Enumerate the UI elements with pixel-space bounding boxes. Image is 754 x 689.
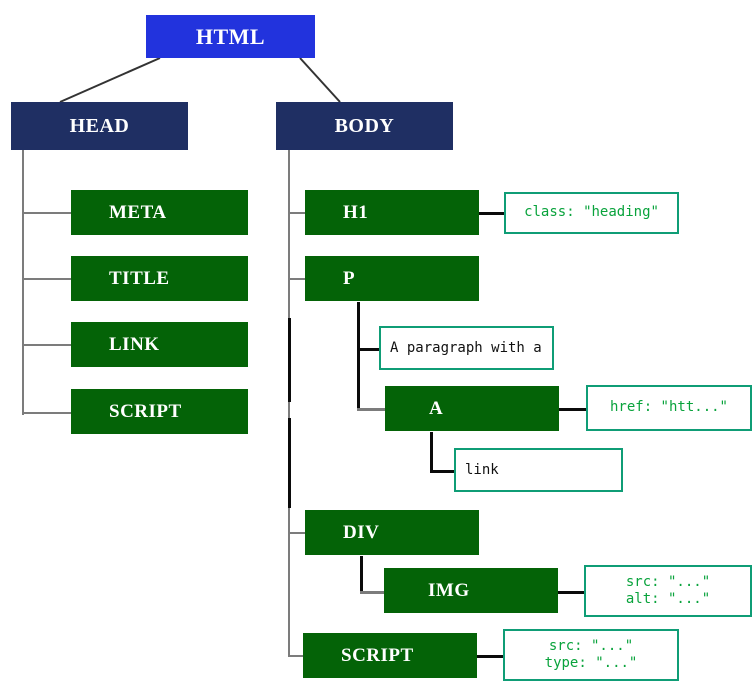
node-html[interactable]: HTML xyxy=(146,15,315,58)
connector-body-to-p xyxy=(288,278,305,280)
node-html-label: HTML xyxy=(195,23,266,49)
node-p[interactable]: P xyxy=(305,256,479,301)
node-p-label: P xyxy=(343,267,356,289)
connector-head-to-meta xyxy=(22,212,72,214)
connector-h1-to-attr xyxy=(478,212,504,215)
attr-box-h1-class[interactable]: class: "heading" xyxy=(504,192,679,234)
connector-img-to-attr xyxy=(556,591,584,594)
node-div-label: DIV xyxy=(343,521,380,543)
node-h1-label: H1 xyxy=(343,201,369,223)
attr-box-script[interactable]: src: "..." type: "..." xyxy=(503,629,679,681)
node-body[interactable]: BODY xyxy=(276,102,453,150)
connector-body-to-h1 xyxy=(288,212,305,214)
node-head-script-label: SCRIPT xyxy=(109,400,182,422)
node-div[interactable]: DIV xyxy=(305,510,479,555)
connector-head-to-script xyxy=(22,412,72,414)
node-a-label: A xyxy=(429,397,444,419)
connector-head-to-link xyxy=(22,344,72,346)
connector-a-to-text xyxy=(430,470,454,473)
node-head-label: HEAD xyxy=(69,114,130,137)
connector-div-trunk xyxy=(360,556,363,593)
connector-p-trunk xyxy=(357,302,360,410)
connector-head-to-title xyxy=(22,278,72,280)
node-meta-label: META xyxy=(109,201,167,223)
node-head[interactable]: HEAD xyxy=(11,102,188,150)
node-body-script-label: SCRIPT xyxy=(341,644,414,666)
attr-box-img[interactable]: src: "..." alt: "..." xyxy=(584,565,752,617)
node-img-label: IMG xyxy=(428,579,470,601)
connector-p-to-a xyxy=(357,408,385,411)
connector-p-to-text xyxy=(357,348,379,351)
node-link[interactable]: LINK xyxy=(71,322,248,367)
attr-box-a-href[interactable]: href: "htt..." xyxy=(586,385,752,431)
connector-body-trunk-accent-upper xyxy=(288,318,291,402)
node-head-script[interactable]: SCRIPT xyxy=(71,389,248,434)
connector-a-trunk xyxy=(430,432,433,472)
node-body-label: BODY xyxy=(334,114,395,137)
connector-body-to-script xyxy=(288,655,305,657)
attr-img-src-line: src: "..." xyxy=(625,573,711,590)
node-a[interactable]: A xyxy=(385,386,559,431)
attr-img-alt-line: alt: "..." xyxy=(625,591,711,607)
text-box-paragraph[interactable]: A paragraph with a xyxy=(379,326,554,370)
text-link-line: link xyxy=(465,462,499,478)
attr-a-href-line: href: "htt..." xyxy=(609,399,728,416)
connector-a-to-attr xyxy=(558,408,586,411)
connector-body-trunk-accent-lower xyxy=(288,418,291,508)
attr-script-src-line: src: "..." xyxy=(548,637,634,654)
node-title-label: TITLE xyxy=(109,267,170,289)
text-paragraph-line: A paragraph with a xyxy=(390,340,542,356)
node-h1[interactable]: H1 xyxy=(305,190,479,235)
connector-body-trunk xyxy=(288,150,290,656)
node-link-label: LINK xyxy=(109,333,160,355)
attr-script-type-line: type: "..." xyxy=(544,655,638,671)
connector-body-to-div xyxy=(288,532,305,534)
connector-head-trunk xyxy=(22,150,24,415)
connector-script-to-attr xyxy=(477,655,503,658)
connector-div-to-img xyxy=(360,591,386,594)
node-title[interactable]: TITLE xyxy=(71,256,248,301)
node-meta[interactable]: META xyxy=(71,190,248,235)
node-body-script[interactable]: SCRIPT xyxy=(303,633,477,678)
text-box-link[interactable]: link xyxy=(454,448,623,492)
node-img[interactable]: IMG xyxy=(384,568,558,613)
attr-h1-class-line: class: "heading" xyxy=(524,204,659,221)
